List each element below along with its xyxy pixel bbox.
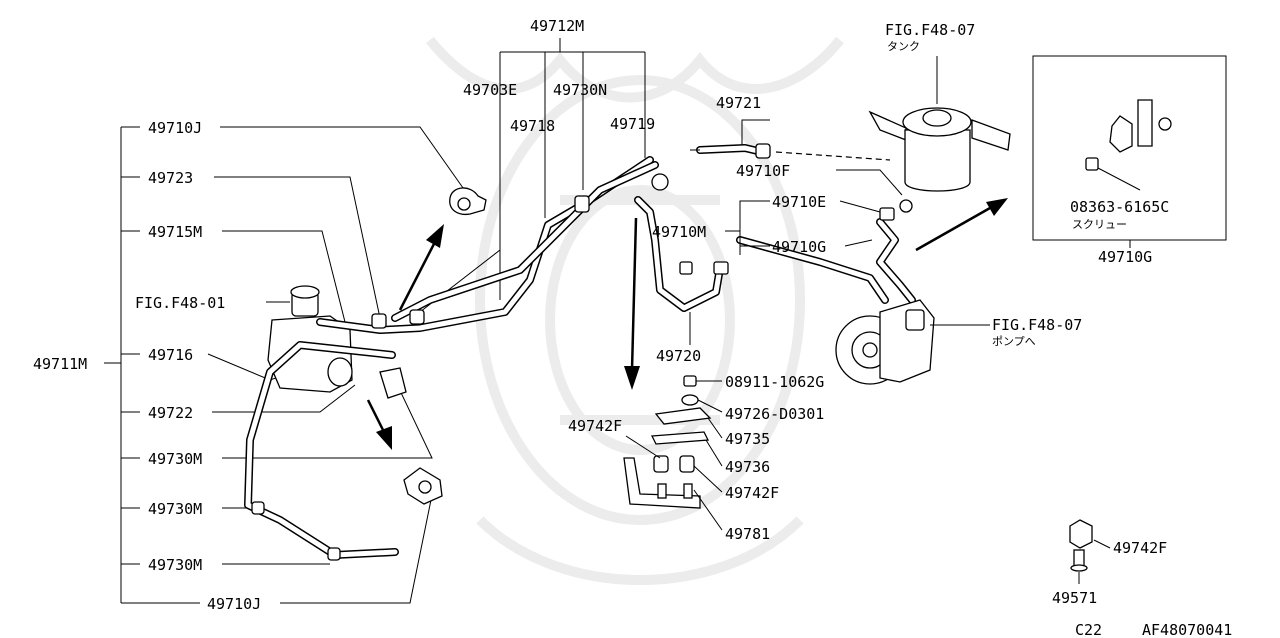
label-49710E: 49710E xyxy=(772,193,826,211)
label-49742F-c: 49742F xyxy=(1113,539,1167,557)
direction-arrows xyxy=(366,198,1008,450)
label-49726: 49726-D0301 xyxy=(725,405,824,423)
label-fig-tank: FIG.F48-07 xyxy=(885,21,975,39)
label-49736: 49736 xyxy=(725,458,770,476)
label-49711M: 49711M xyxy=(33,355,87,373)
label-fig-f48-01: FIG.F48-01 xyxy=(135,294,225,312)
label-49710G-box: 49710G xyxy=(1098,248,1152,266)
left-leader-lines xyxy=(207,126,469,604)
label-code-c22: C22 xyxy=(1075,621,1102,638)
label-49710M: 49710M xyxy=(652,223,706,241)
label-49715M: 49715M xyxy=(148,223,202,241)
part-labels: 49712M 49703E 49730N 49718 49719 49721 4… xyxy=(33,17,1232,638)
label-code-af: AF48070041 xyxy=(1142,621,1232,638)
label-nut-number: 08911-1062G xyxy=(725,373,824,391)
label-49710J-top: 49710J xyxy=(148,119,202,137)
label-49703E: 49703E xyxy=(463,81,517,99)
label-49730N: 49730N xyxy=(553,81,607,99)
label-49723: 49723 xyxy=(148,169,193,187)
label-49710G-center: 49710G xyxy=(772,238,826,256)
label-49730M-b: 49730M xyxy=(148,500,202,518)
label-49716: 49716 xyxy=(148,346,193,364)
label-pump-jp: ポンプへ xyxy=(992,335,1036,348)
hoses-to-pump xyxy=(736,207,916,304)
label-49781: 49781 xyxy=(725,525,770,543)
label-49720: 49720 xyxy=(656,347,701,365)
steering-gear-box xyxy=(267,285,407,399)
clamp-49710J-bottom xyxy=(403,467,443,505)
label-49571: 49571 xyxy=(1052,589,1097,607)
label-49718: 49718 xyxy=(510,117,555,135)
label-49721: 49721 xyxy=(716,94,761,112)
label-49722: 49722 xyxy=(148,404,193,422)
label-screw-jp: スクリュー xyxy=(1072,218,1127,231)
hose-49720 xyxy=(634,196,729,312)
label-49735: 49735 xyxy=(725,430,770,448)
label-49719: 49719 xyxy=(610,115,655,133)
center-leader-lines xyxy=(689,119,903,345)
mount-leader-lines xyxy=(625,380,723,531)
return-tube xyxy=(244,341,399,559)
label-49730M-c: 49730M xyxy=(148,556,202,574)
label-49710J-bottom: 49710J xyxy=(207,595,261,613)
label-49730M-a: 49730M xyxy=(148,450,202,468)
clamp-49710J-top xyxy=(449,187,487,216)
reservoir-tank xyxy=(868,56,1011,213)
label-fig-pump: FIG.F48-07 xyxy=(992,316,1082,334)
label-49742F-b: 49742F xyxy=(725,484,779,502)
label-49710F: 49710F xyxy=(736,162,790,180)
mount-parts-stack xyxy=(623,375,712,509)
pressure-hose-long xyxy=(316,156,659,334)
screw-detail-box xyxy=(1032,55,1227,248)
left-group-bracket xyxy=(104,126,200,604)
label-49712M: 49712M xyxy=(530,17,584,35)
label-49742F-a: 49742F xyxy=(568,417,622,435)
clamp-parts-left xyxy=(251,173,669,561)
suction-hose-49721 xyxy=(690,143,891,161)
label-tank-jp: タンク xyxy=(887,40,920,53)
top-group-bracket xyxy=(419,38,646,313)
power-steering-pump xyxy=(835,299,990,385)
grommet-and-bolt xyxy=(1069,519,1111,584)
label-screw-number: 08363-6165C xyxy=(1070,198,1169,216)
